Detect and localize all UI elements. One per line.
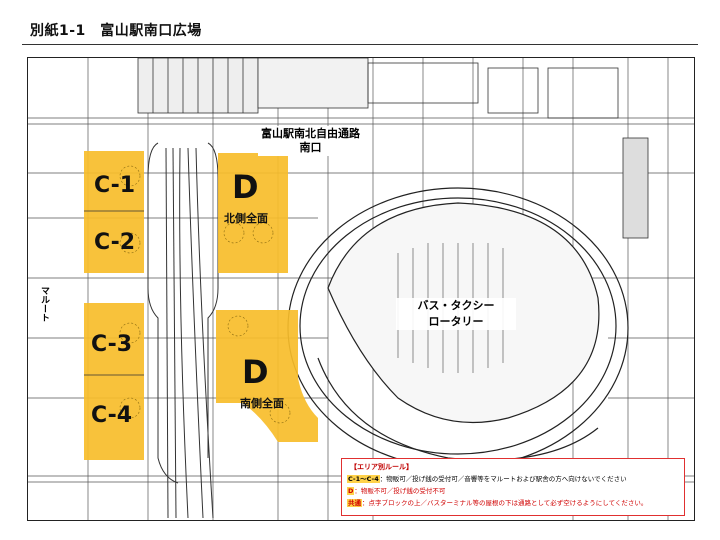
header-divider bbox=[22, 44, 698, 45]
page-title: 別紙1-1 富山駅南口広場 bbox=[30, 23, 202, 39]
legend-text-common: ：点字ブロックの上／バスターミナル等の屋根の下は通路として必ず空けるようにしてく… bbox=[362, 499, 648, 507]
station-label: 富山駅南北自由通路 南口 bbox=[258, 126, 363, 156]
legend-text-d: ：物販不可／投げ銭の受付不可 bbox=[354, 487, 446, 495]
zone-sub-d-south: 南側全面 bbox=[240, 397, 284, 410]
station-label-line1: 富山駅南北自由通路 bbox=[261, 127, 360, 140]
zones bbox=[84, 151, 318, 460]
legend-key-c: C-1～C-4 bbox=[347, 475, 380, 483]
legend-title: 【エリア別ルール】 bbox=[350, 463, 413, 471]
zone-d-north bbox=[218, 153, 288, 273]
legend-key-d: D bbox=[347, 487, 355, 495]
legend-key-common: 共通 bbox=[347, 499, 362, 507]
site-map: 富山駅南北自由通路 南口 C-1 C-2 C-3 C-4 D 北側全面 D 南側… bbox=[27, 57, 695, 521]
zone-label-d-south: D bbox=[242, 353, 269, 391]
rotary-label: バス・タクシー ロータリー bbox=[396, 298, 516, 330]
rotary-label-line2: ロータリー bbox=[428, 315, 484, 328]
zone-c3 bbox=[84, 303, 144, 375]
side-label-marut: マルート bbox=[39, 286, 49, 322]
legend-row-common: 共通：点字ブロックの上／バスターミナル等の屋根の下は通路として必ず空けるようにし… bbox=[347, 498, 647, 509]
zone-label-d-north: D bbox=[232, 168, 259, 206]
legend-box: 【エリア別ルール】 C-1～C-4：物販可／投げ銭の受付可／音響等をマルートおよ… bbox=[341, 458, 685, 516]
tram-tracks bbox=[147, 142, 219, 519]
zone-c4 bbox=[84, 375, 144, 460]
zone-c2 bbox=[84, 211, 144, 273]
zone-label-c1: C-1 bbox=[94, 173, 136, 198]
zone-label-c2: C-2 bbox=[94, 230, 136, 255]
zone-d-south bbox=[216, 310, 318, 442]
legend-text-c: ：物販可／投げ銭の受付可／音響等をマルートおよび駅舎の方へ向けないでください bbox=[379, 475, 627, 483]
legend-row-c: C-1～C-4：物販可／投げ銭の受付可／音響等をマルートおよび駅舎の方へ向けない… bbox=[347, 474, 627, 485]
zone-label-c3: C-3 bbox=[91, 332, 133, 357]
zone-label-c4: C-4 bbox=[91, 403, 133, 428]
rotary-label-line1: バス・タクシー bbox=[417, 299, 495, 312]
zone-c1 bbox=[84, 151, 144, 211]
zone-sub-d-north: 北側全面 bbox=[224, 212, 268, 225]
legend-row-d: D：物販不可／投げ銭の受付不可 bbox=[347, 486, 445, 497]
station-label-line2: 南口 bbox=[299, 141, 322, 154]
